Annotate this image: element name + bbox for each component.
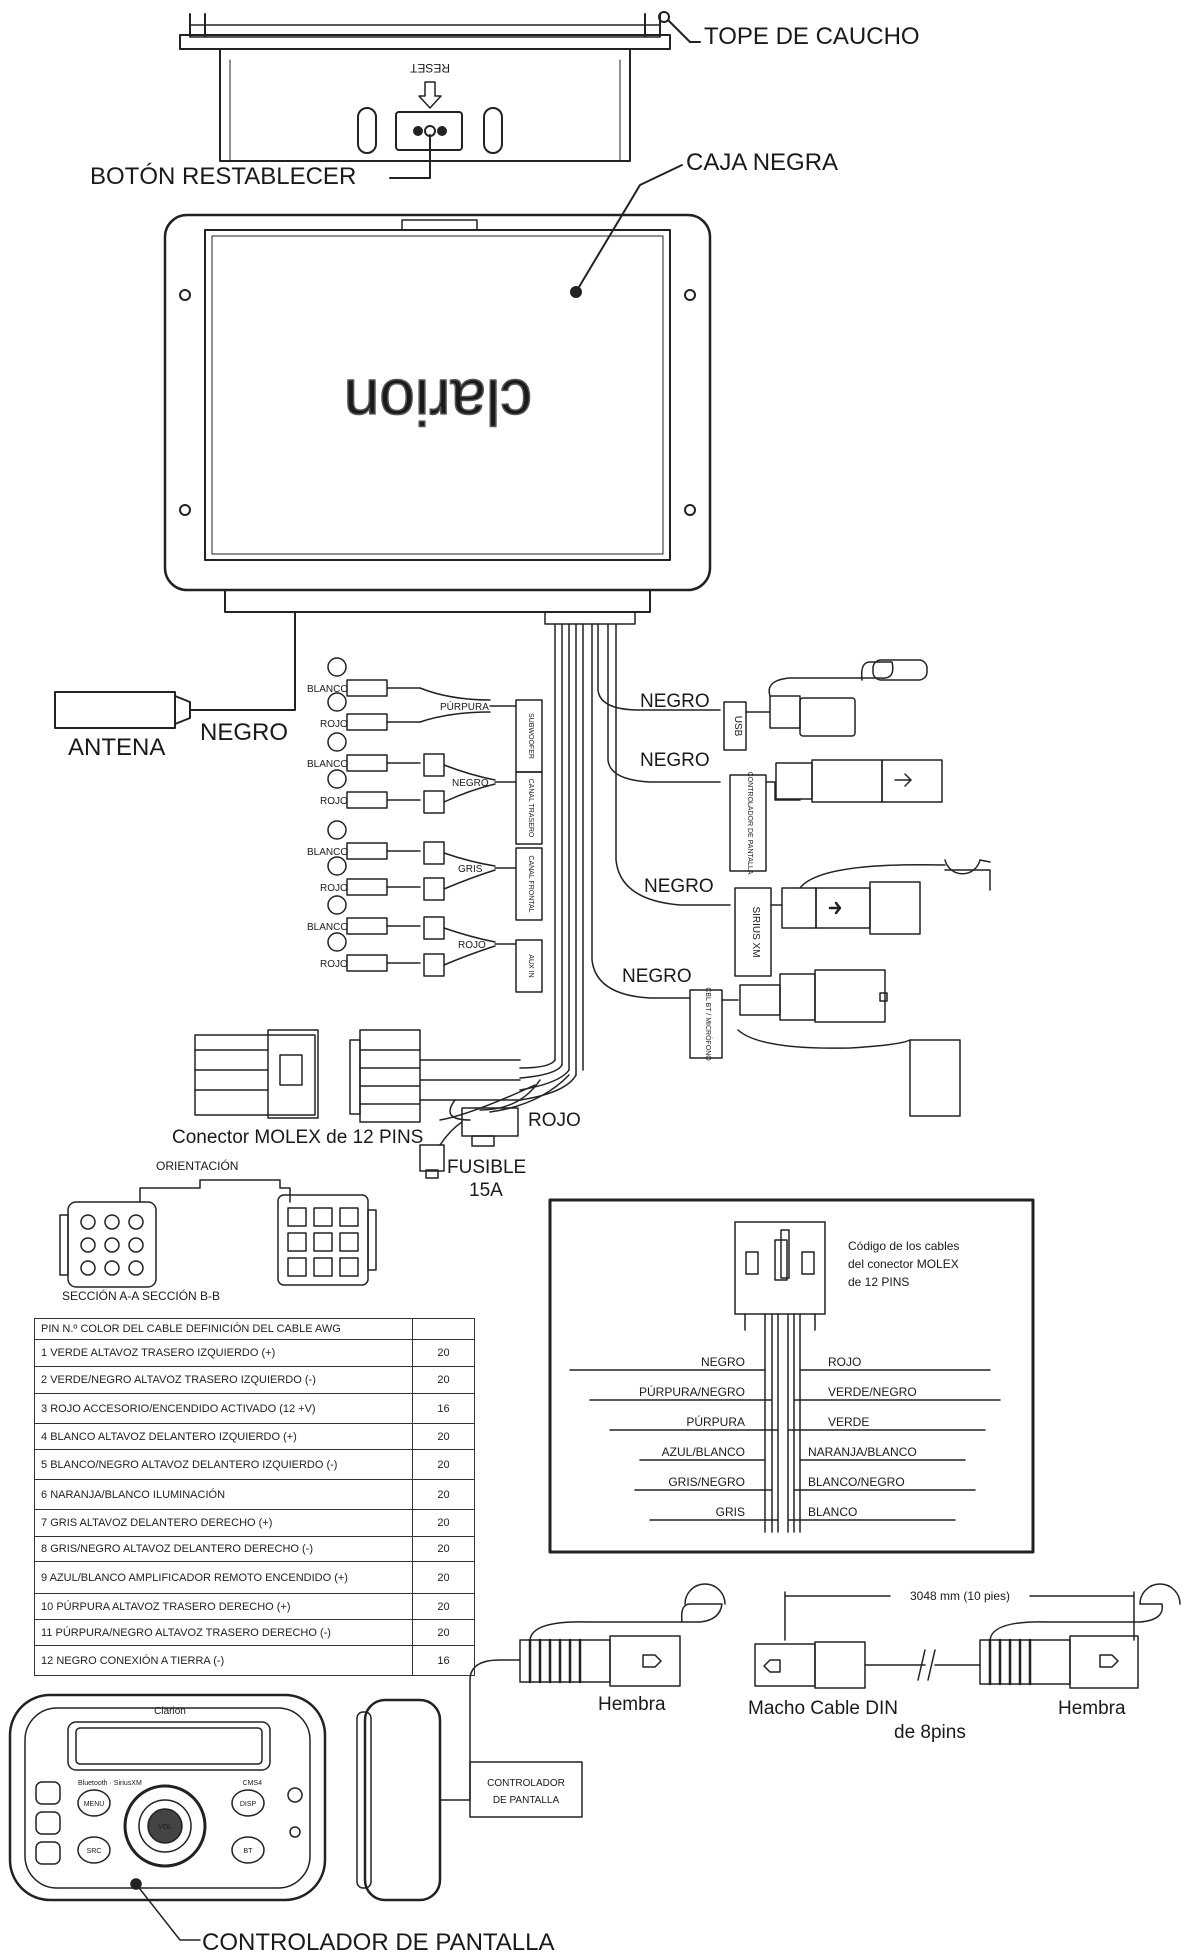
molex-left-5: GRIS/NEGRO: [668, 1475, 745, 1489]
molex-right-4: NARANJA/BLANCO: [808, 1445, 917, 1459]
controller-box-line1: CONTROLADOR: [487, 1778, 565, 1789]
molex-code-box: [548, 1198, 1035, 1554]
rca1-color: PÚRPURA: [440, 700, 489, 713]
table-row: 11 PÚRPURA/NEGRO ALTAVOZ TRASERO DERECHO…: [34, 1619, 475, 1646]
top-unit-rear-view: RESET: [179, 11, 701, 179]
antenna-wire-label: NEGRO: [200, 719, 288, 746]
bt-tag: CBL BT / MICRÓFONO: [704, 987, 713, 1061]
molex-right-6: BLANCO: [808, 1505, 857, 1519]
molex-left-1: NEGRO: [701, 1355, 745, 1369]
molex-caption-2: del conector MOLEX: [848, 1257, 959, 1271]
sections-label: SECCIÓN A-A SECCIÓN B-B: [62, 1288, 220, 1303]
orientation-label: ORIENTACIÓN: [156, 1158, 238, 1173]
reset-label: RESET: [409, 61, 450, 75]
rca4-red: ROJO: [320, 959, 348, 970]
molex-left-2: PÚRPURA/NEGRO: [639, 1384, 745, 1399]
rca3-tag: CANAL FRONTAL: [527, 855, 534, 912]
pin-table-header-text: PIN N.º COLOR DEL CABLE DEFINICIÓN DEL C…: [34, 1318, 413, 1340]
bt-wire: NEGRO: [622, 966, 692, 987]
molex-left-4: AZUL/BLANCO: [662, 1445, 745, 1459]
antenna-connector: [54, 611, 296, 729]
fuse-rating: 15A: [469, 1180, 503, 1201]
table-row: 7 GRIS ALTAVOZ DELANTERO DERECHO (+) 20: [34, 1509, 475, 1537]
controller-btn-src[interactable]: SRC: [87, 1848, 102, 1855]
table-row: 2 VERDE/NEGRO ALTAVOZ TRASERO IZQUIERDO …: [34, 1366, 475, 1394]
table-row: 3 ROJO ACCESORIO/ENCENDIDO ACTIVADO (12 …: [34, 1393, 475, 1424]
rca2-color: NEGRO: [452, 778, 489, 789]
controller-btn-vol[interactable]: VOL: [158, 1824, 172, 1831]
molex-right-2: VERDE/NEGRO: [828, 1385, 917, 1399]
molex-plug: [194, 1029, 521, 1123]
table-row: 10 PÚRPURA ALTAVOZ TRASERO DERECHO (+) 2…: [34, 1593, 475, 1620]
table-row: 6 NARANJA/BLANCO ILUMINACIÓN 20: [34, 1479, 475, 1510]
rca4-color: ROJO: [458, 940, 486, 951]
table-row: 12 NEGRO CONEXIÓN A TIERRA (-) 16: [34, 1645, 475, 1676]
sirius-wire: NEGRO: [644, 876, 714, 897]
extension-cable: [469, 1583, 1181, 1793]
display-controller: [8, 1693, 583, 1941]
controller-sub: Bluetooth · SiriusXM: [78, 1780, 142, 1787]
table-row: 8 GRIS/NEGRO ALTAVOZ DELANTERO DERECHO (…: [34, 1536, 475, 1562]
controller-model: CMS4: [243, 1780, 263, 1787]
table-row: 4 BLANCO ALTAVOZ DELANTERO IZQUIERDO (+)…: [34, 1423, 475, 1450]
antenna-label: ANTENA: [68, 734, 165, 761]
molex-right-3: VERDE: [828, 1415, 869, 1429]
black-box: [163, 164, 712, 625]
controller-btn-bt[interactable]: BT: [244, 1848, 254, 1855]
rca3-red: ROJO: [320, 883, 348, 894]
main-harness: [439, 623, 731, 1121]
rca1-red: ROJO: [320, 719, 348, 730]
usb-tag: USB: [732, 716, 743, 737]
molex-right-1: ROJO: [828, 1355, 861, 1369]
rca1-white: BLANCO: [307, 684, 348, 695]
molex-caption-1: Código de los cables: [848, 1239, 959, 1253]
right-connectors: [689, 659, 991, 1117]
orientation-connectors: [59, 1179, 377, 1288]
molex-right-5: BLANCO/NEGRO: [808, 1475, 905, 1489]
female-2-label: Hembra: [1058, 1698, 1126, 1719]
table-row: 9 AZUL/BLANCO AMPLIFICADOR REMOTO ENCEND…: [34, 1561, 475, 1594]
pin-table-header: PIN N.º COLOR DEL CABLE DEFINICIÓN DEL C…: [34, 1318, 475, 1340]
rca2-red: ROJO: [320, 796, 348, 807]
controller-label: CONTROLADOR DE PANTALLA: [202, 1929, 555, 1956]
pin-table: PIN N.º COLOR DEL CABLE DEFINICIÓN DEL C…: [34, 1318, 475, 1676]
brand-logo: clarion: [344, 366, 533, 438]
female-1-label: Hembra: [598, 1694, 666, 1715]
table-row: 5 BLANCO/NEGRO ALTAVOZ DELANTERO IZQUIER…: [34, 1449, 475, 1480]
rca3-color: GRIS: [458, 864, 483, 875]
reset-button-label: BOTÓN RESTABLECER: [90, 163, 356, 190]
rubber-stop-label: TOPE DE CAUCHO: [704, 23, 920, 50]
controller-btn-disp[interactable]: DISP: [240, 1801, 257, 1808]
black-box-label: CAJA NEGRA: [686, 149, 838, 176]
sirius-tag: SIRIUS XM: [750, 906, 761, 957]
usb-wire: NEGRO: [640, 691, 710, 712]
fuse-label: FUSIBLE: [447, 1157, 526, 1178]
molex-connector-label: Conector MOLEX de 12 PINS: [172, 1127, 423, 1148]
controller-box-line2: DE PANTALLA: [493, 1795, 560, 1806]
table-row: 1 VERDE ALTAVOZ TRASERO IZQUIERDO (+) 20: [34, 1339, 475, 1367]
cable-length: 3048 mm (10 pies): [910, 1589, 1010, 1603]
rca4-tag: AUX IN: [527, 954, 534, 977]
rca-harness: [327, 657, 543, 993]
rca1-tag: SUBWOOFER: [527, 713, 534, 759]
molex-left-3: PÚRPURA: [686, 1414, 745, 1429]
rca2-white: BLANCO: [307, 759, 348, 770]
controller-btn-menu[interactable]: MENU: [84, 1801, 105, 1808]
rca4-white: BLANCO: [307, 922, 348, 933]
display-wire: NEGRO: [640, 750, 710, 771]
male-din-1: Macho Cable DIN: [748, 1698, 898, 1719]
molex-left-6: GRIS: [716, 1505, 745, 1519]
molex-caption-3: de 12 PINS: [848, 1275, 909, 1289]
controller-brand: Clarion: [154, 1706, 186, 1717]
fuse-holder: [419, 1107, 519, 1179]
display-tag: CONTROLADOR DE PANTALLA: [746, 772, 753, 875]
male-din-2: de 8pins: [894, 1722, 966, 1743]
fuse-wire-label: ROJO: [528, 1110, 581, 1131]
rca3-white: BLANCO: [307, 847, 348, 858]
rca2-tag: CANAL TRASERO: [527, 779, 534, 838]
